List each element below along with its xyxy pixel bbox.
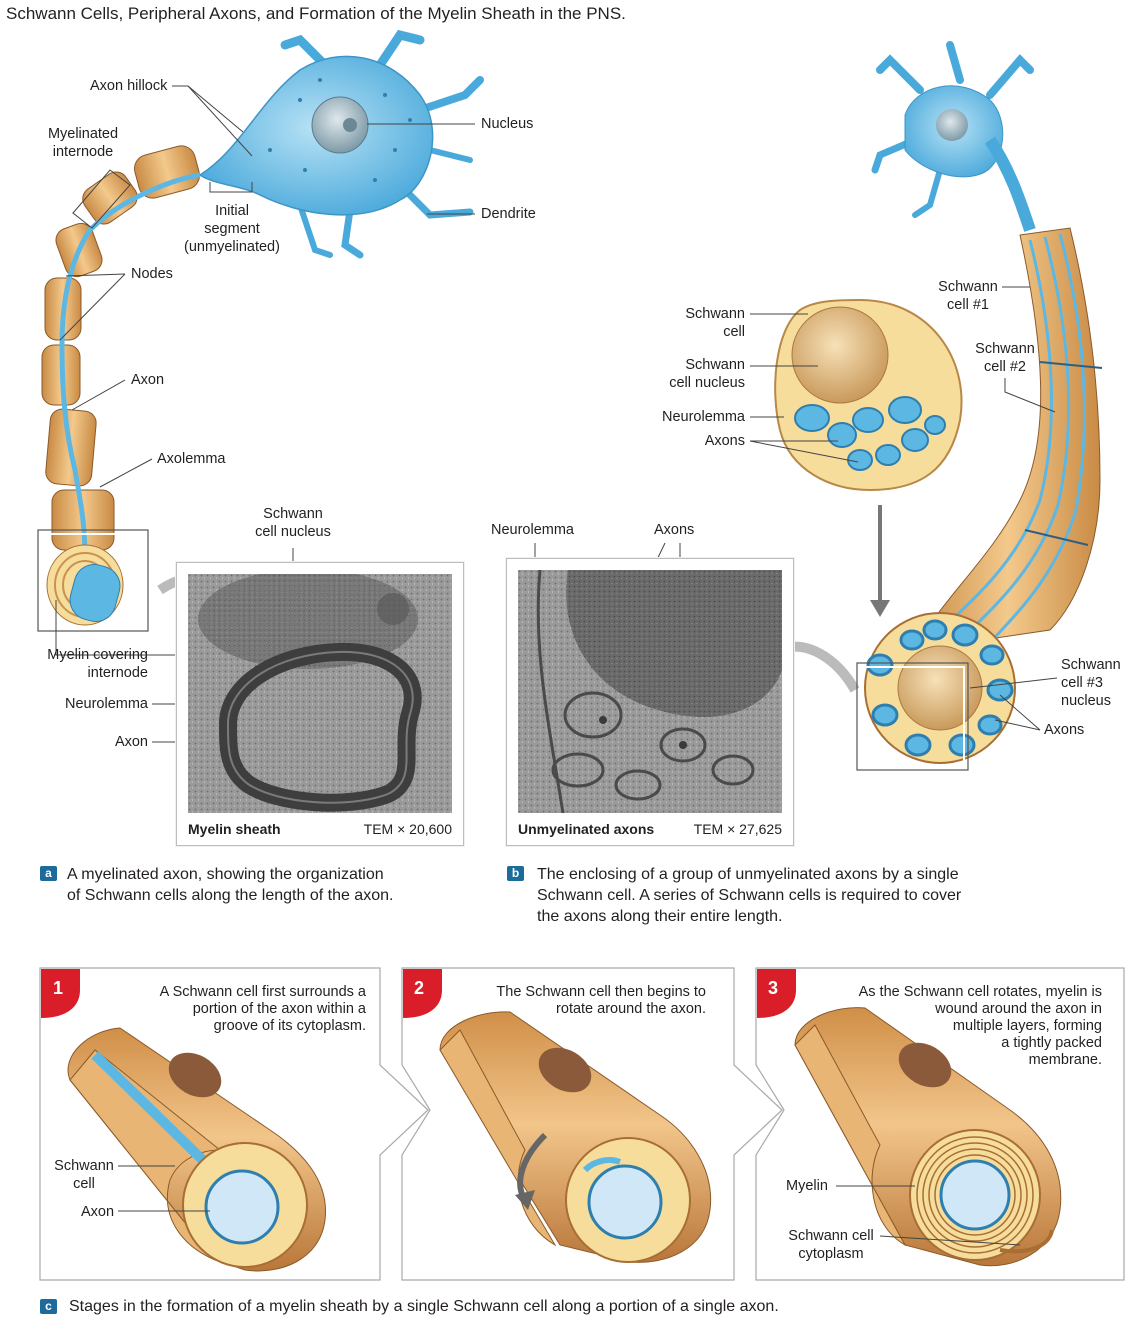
stage-2-drawing [439,1011,712,1263]
step-3-text: As the Schwann cell rotates, myelin is w… [858,984,1102,1068]
step-1-number: 1 [53,978,64,998]
unmyelinated-neuron-drawing [856,41,1103,771]
label-schwann-cell-cytoplasm: Schwann cell cytoplasm [788,1228,874,1262]
badge-a: a [40,866,57,881]
label-neurolemma-photo: Neurolemma [491,522,574,538]
figure-title: Schwann Cells, Peripheral Axons, and For… [6,4,626,23]
caption-a: A myelinated axon, showing the organizat… [67,866,394,904]
label-axon: Axon [131,372,165,388]
label-schwann-cell-nucleus-b: Schwann cell nucleus [669,357,745,391]
panel-b-right-leader-lines [969,286,1058,731]
label-dendrite: Dendrite [481,206,536,222]
label-schwann-cell-1: Schwann cell #1 [938,279,998,313]
label-axolemma: Axolemma [157,451,226,467]
label-nucleus: Nucleus [481,116,534,132]
label-neurolemma-a: Neurolemma [65,696,148,712]
tem-image-myelin [188,574,452,813]
label-schwann-cell-nucleus-a: Schwann cell nucleus [255,506,331,540]
label-schwann-cell-3-nucleus: Schwann cell #3 nucleus [1061,657,1121,709]
label-axons-b: Axons [704,433,745,449]
step-2-text: The Schwann cell then begins to rotate a… [496,984,706,1017]
label-schwann-cell-c: Schwann cell [54,1158,114,1192]
photo-a-caption: Myelin sheath [188,821,281,837]
label-axon-a-lower: Axon [114,734,148,750]
badge-c: c [40,1299,57,1314]
tem-photo-myelin-sheath: Myelin sheath TEM × 20,600 [176,562,464,846]
label-initial-segment: Initial segment (unmyelinated) [184,203,280,255]
schwann-cell-cross-section [774,298,963,492]
label-myelin-covering-internode: Myelin covering internode [47,647,148,681]
photo-a-magnification: TEM × 20,600 [363,821,452,837]
caption-b: The enclosing of a group of unmyelinated… [537,866,962,925]
step-1-text: A Schwann cell first surrounds a portion… [159,984,366,1034]
label-neurolemma-b: Neurolemma [662,409,745,425]
myelinated-neuron-drawing [37,29,484,632]
label-schwann-cell-2: Schwann cell #2 [975,341,1035,375]
label-axons-photo: Axons [654,522,695,538]
tem-image-unmyelinated [518,570,782,813]
caption-c: Stages in the formation of a myelin shea… [69,1298,779,1315]
label-schwann-cell-b: Schwann cell [685,306,745,340]
label-axon-hillock: Axon hillock [90,78,168,94]
badge-b: b [507,866,524,881]
label-nodes: Nodes [131,266,173,282]
tem-photo-unmyelinated-axons: Unmyelinated axons TEM × 27,625 [506,558,794,846]
photo-b-caption: Unmyelinated axons [518,821,655,837]
label-myelin: Myelin [786,1178,828,1194]
label-axons-right: Axons [1044,722,1085,738]
step-2-number: 2 [414,978,425,998]
stage-1-drawing [67,1027,327,1272]
step-3-number: 3 [768,978,779,998]
label-axon-c: Axon [81,1204,115,1220]
photo-b-magnification: TEM × 27,625 [693,821,782,837]
label-myelinated-internode: Myelinated internode [47,126,119,160]
